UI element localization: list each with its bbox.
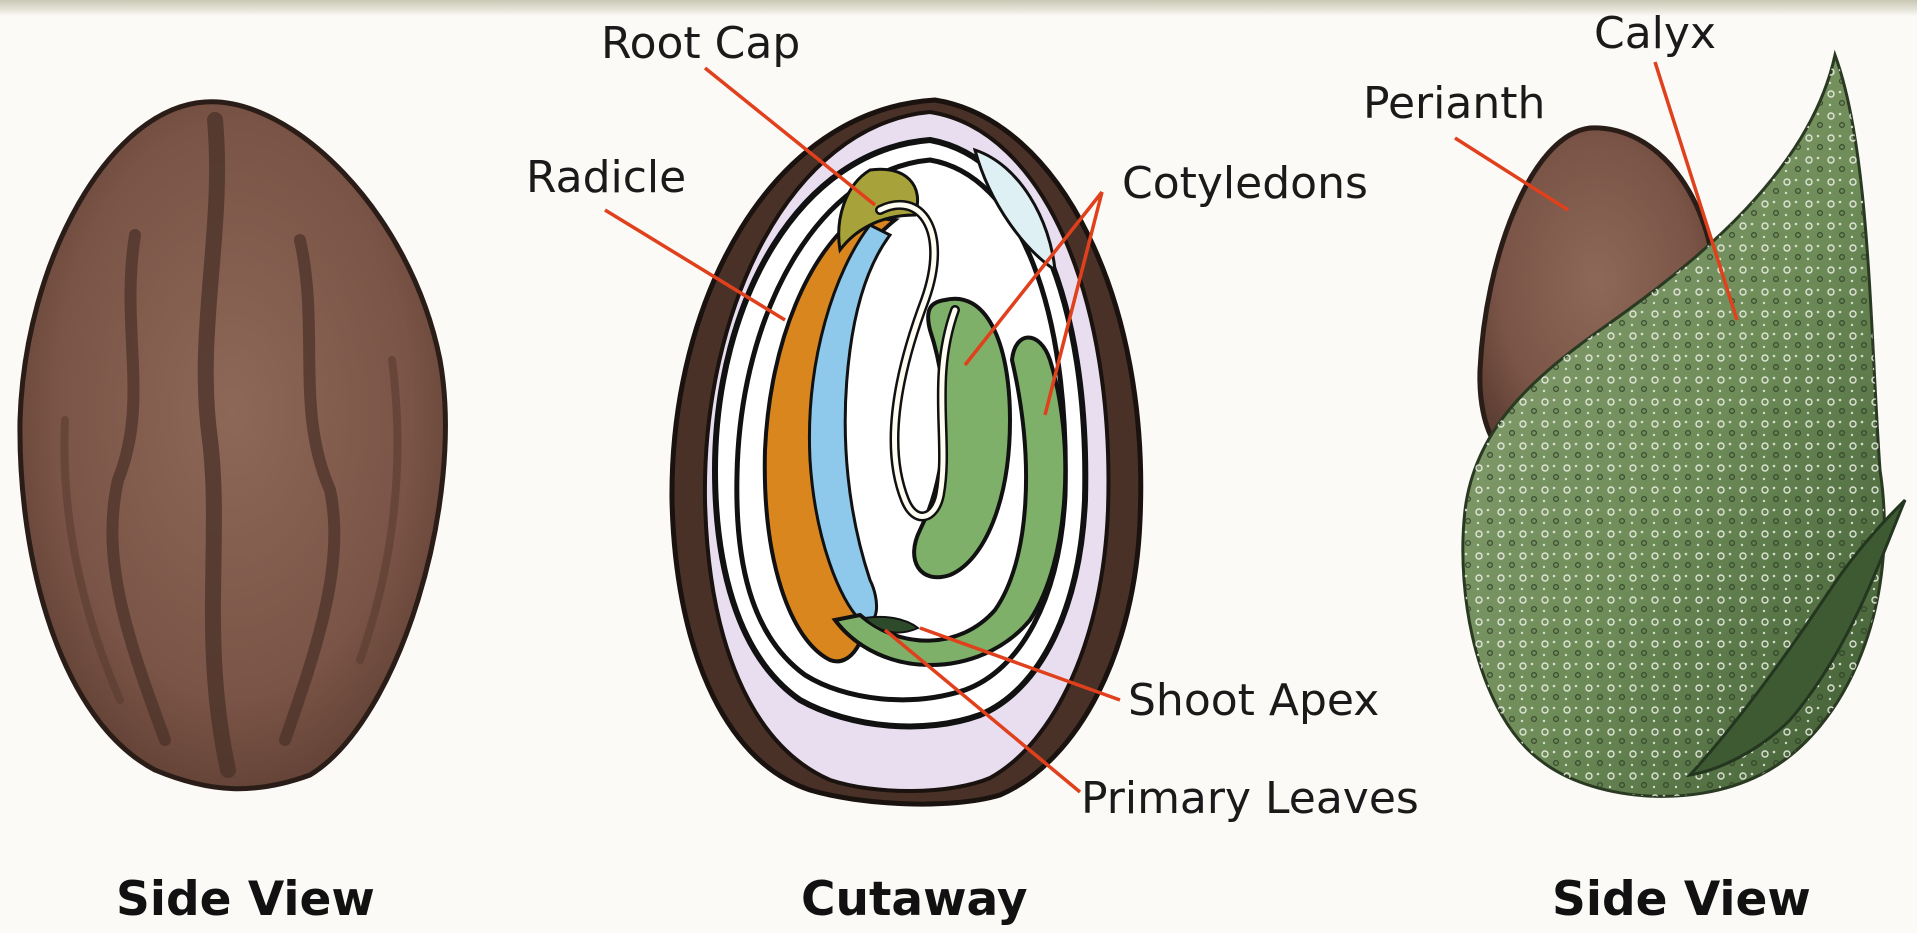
- label-perianth: Perianth: [1363, 78, 1545, 129]
- caption-cutaway: Cutaway: [801, 872, 1027, 927]
- seed-shell: [20, 102, 445, 789]
- label-cotyledons: Cotyledons: [1122, 158, 1368, 209]
- seed-side-view-right: [1463, 55, 1905, 796]
- caption-right-side-view: Side View: [1552, 872, 1811, 927]
- label-shoot-apex: Shoot Apex: [1128, 675, 1379, 726]
- caption-left-side-view: Side View: [116, 872, 375, 927]
- seed-side-view-left: [20, 102, 445, 789]
- label-calyx: Calyx: [1594, 8, 1716, 59]
- label-primary-leaves: Primary Leaves: [1081, 773, 1419, 824]
- label-root-cap: Root Cap: [601, 18, 800, 69]
- seed-cutaway: [672, 100, 1141, 804]
- label-radicle: Radicle: [526, 152, 686, 203]
